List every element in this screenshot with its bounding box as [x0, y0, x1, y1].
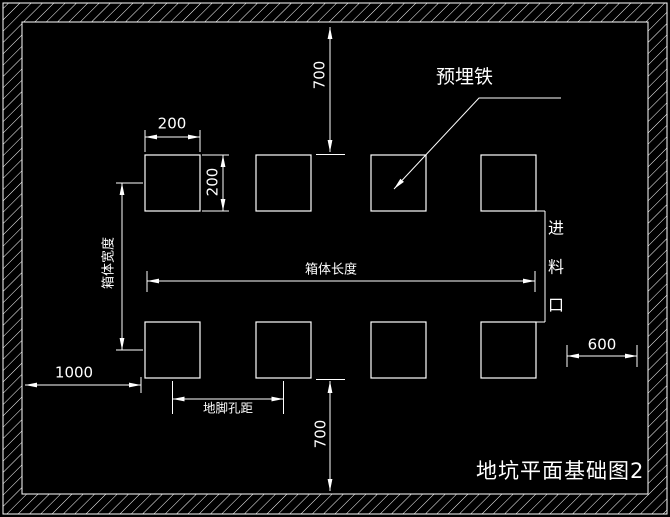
- anchor-plate-top-2: [255, 154, 312, 212]
- anchor-plate-bottom-4: [480, 321, 537, 379]
- feed-port-char-1: 进: [548, 219, 564, 238]
- dim-label-200h: 200: [158, 115, 187, 133]
- dim-label-anchor-spacing: 地脚孔距: [203, 401, 253, 416]
- dim-label-bottom-700: 700: [312, 420, 330, 449]
- dim-label-1000: 1000: [55, 364, 93, 382]
- dim-label-200v: 200: [204, 168, 222, 197]
- dim-label-600: 600: [588, 336, 617, 354]
- dim-label-box-width: 箱体宽度: [101, 237, 117, 289]
- feed-port-char-2: 料: [548, 258, 564, 277]
- anchor-plate-bottom-2: [255, 321, 312, 379]
- anchor-plate-bottom-1: [144, 321, 201, 379]
- anchor-plate-top-4: [480, 154, 537, 212]
- pit-border: [21, 21, 649, 495]
- drawing-title: 地坑平面基础图2: [476, 459, 644, 483]
- dim-label-top-700: 700: [311, 61, 329, 90]
- anchor-plate-bottom-3: [370, 321, 427, 379]
- embedded-iron-leader: [393, 97, 561, 190]
- anchor-plate-top-1: [144, 154, 201, 212]
- embedded-iron-label: 预埋铁: [436, 66, 493, 88]
- anchor-plate-top-3: [370, 154, 427, 212]
- dim-label-box-length: 箱体长度: [305, 262, 357, 278]
- feed-port-char-3: 口: [548, 296, 564, 315]
